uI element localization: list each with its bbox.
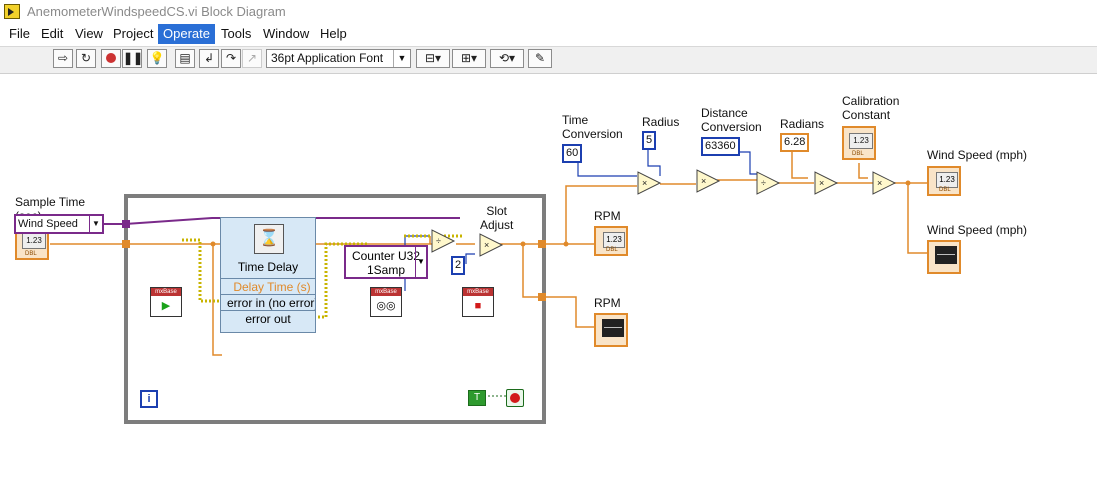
menu-project[interactable]: Project <box>113 26 154 41</box>
distribute-objects-icon[interactable]: ⊞▾ <box>452 49 486 68</box>
abort-icon[interactable] <box>101 49 121 68</box>
wind-speed-chart-indicator[interactable] <box>927 240 961 274</box>
multiply-node-2 <box>696 169 721 193</box>
menu-file[interactable]: File <box>9 26 30 41</box>
daqmx-stop-node[interactable]: mxBase■ <box>462 287 494 317</box>
chart-screen-icon <box>935 246 957 264</box>
radians-constant[interactable]: 6.28 <box>780 133 810 152</box>
loop-condition-terminal[interactable] <box>506 389 524 407</box>
counter-select-value: Counter U32 1Samp <box>351 249 421 277</box>
title-bar: AnemometerWindspeedCS.vi Block Diagram <box>0 0 1097 24</box>
while-loop-frame <box>124 194 546 424</box>
rpm-label-2: RPM <box>594 296 621 310</box>
svg-text:×: × <box>484 240 489 250</box>
run-arrow-icon[interactable]: ⇨ <box>53 49 73 68</box>
svg-text:×: × <box>877 178 882 188</box>
divide-node <box>431 229 456 253</box>
svg-text:×: × <box>819 178 824 188</box>
wind-speed-channel-ring[interactable]: Wind Speed ▼ <box>14 214 104 234</box>
reorder-icon[interactable]: ⟲▾ <box>490 49 524 68</box>
run-continuously-icon[interactable]: ↻ <box>76 49 96 68</box>
divide-node-2 <box>756 171 781 195</box>
wind-speed-ring-value: Wind Speed <box>18 218 78 230</box>
rpm-chart-indicator[interactable] <box>594 313 628 347</box>
multiply-node-1 <box>637 171 662 195</box>
labview-app-icon <box>4 4 20 19</box>
loop-iteration-terminal: i <box>140 390 158 408</box>
font-select-value: 36pt Application Font <box>271 51 384 65</box>
multiply-slot-node <box>479 233 504 257</box>
chevron-down-icon: ▼ <box>393 50 410 67</box>
wind-speed-label-1: Wind Speed (mph) <box>927 148 1028 162</box>
font-select[interactable]: 36pt Application Font ▼ <box>266 49 411 68</box>
clean-up-diagram-icon[interactable]: ✎ <box>528 49 552 68</box>
slot-adjust-constant[interactable]: 2 <box>451 256 466 275</box>
menu-bar <box>0 24 1097 46</box>
distance-conversion-label: Distance Conversion <box>701 106 762 134</box>
error-in-terminal[interactable]: error in (no error) <box>221 294 315 311</box>
rpm-label-1: RPM <box>594 209 621 223</box>
daqmx-start-node[interactable]: mxBase▶ <box>150 287 182 317</box>
step-out-icon[interactable]: ↗ <box>242 49 262 68</box>
time-delay-title: Time Delay <box>237 260 299 274</box>
slot-adjust-label: Slot Adjust <box>480 204 514 232</box>
chart-screen-icon <box>602 319 624 337</box>
retain-wire-values-icon[interactable]: ▤ <box>175 49 195 68</box>
svg-text:×: × <box>701 176 706 186</box>
play-icon: ▶ <box>161 300 171 312</box>
glasses-icon: ◎◎ <box>376 300 396 312</box>
wind-speed-label-2: Wind Speed (mph) <box>927 223 1028 237</box>
highlight-execution-icon[interactable]: 💡 <box>147 49 167 68</box>
calibration-constant-label: Calibration Constant <box>842 94 900 122</box>
pause-icon[interactable]: ❚❚ <box>122 49 143 68</box>
menu-operate[interactable]: Operate <box>158 24 215 44</box>
svg-text:×: × <box>642 178 647 188</box>
menu-tools[interactable]: Tools <box>221 26 252 41</box>
menu-window[interactable]: Window <box>263 26 310 41</box>
time-conversion-constant[interactable]: 60 <box>562 144 583 163</box>
multiply-node-4 <box>872 171 897 195</box>
window-title: AnemometerWindspeedCS.vi Block Diagram <box>27 4 286 19</box>
menu-help[interactable]: Help <box>320 26 347 41</box>
chevron-down-icon: ▼ <box>415 247 426 277</box>
hourglass-icon: ⌛ <box>254 224 284 254</box>
svg-text:÷: ÷ <box>761 178 766 188</box>
delay-time-terminal[interactable]: Delay Time (s) <box>221 278 315 295</box>
error-out-terminal[interactable]: error out <box>221 310 315 327</box>
align-objects-icon[interactable]: ⊟▾ <box>416 49 450 68</box>
counter-polymorphic-select[interactable]: Counter U32 1Samp▼ <box>344 245 428 279</box>
menu-view[interactable]: View <box>75 26 103 41</box>
time-conversion-label: Time Conversion <box>562 113 623 141</box>
radius-label: Radius <box>642 115 680 129</box>
radius-constant[interactable]: 5 <box>642 131 657 150</box>
chevron-down-icon: ▼ <box>89 216 102 232</box>
menu-edit[interactable]: Edit <box>41 26 64 41</box>
time-delay-express-vi[interactable]: ⌛ Time Delay Delay Time (s) error in (no… <box>220 217 316 333</box>
distance-conversion-constant[interactable]: 63360 <box>701 137 740 156</box>
multiply-node-3 <box>814 171 839 195</box>
daqmx-read-node[interactable]: mxBase◎◎ <box>370 287 402 317</box>
stop-square-icon: ■ <box>474 300 482 312</box>
svg-text:÷: ÷ <box>436 236 441 246</box>
true-constant[interactable]: T <box>468 390 486 406</box>
step-over-icon[interactable]: ↷ <box>221 49 241 68</box>
step-into-icon[interactable]: ↲ <box>199 49 219 68</box>
radians-label: Radians <box>780 117 825 131</box>
